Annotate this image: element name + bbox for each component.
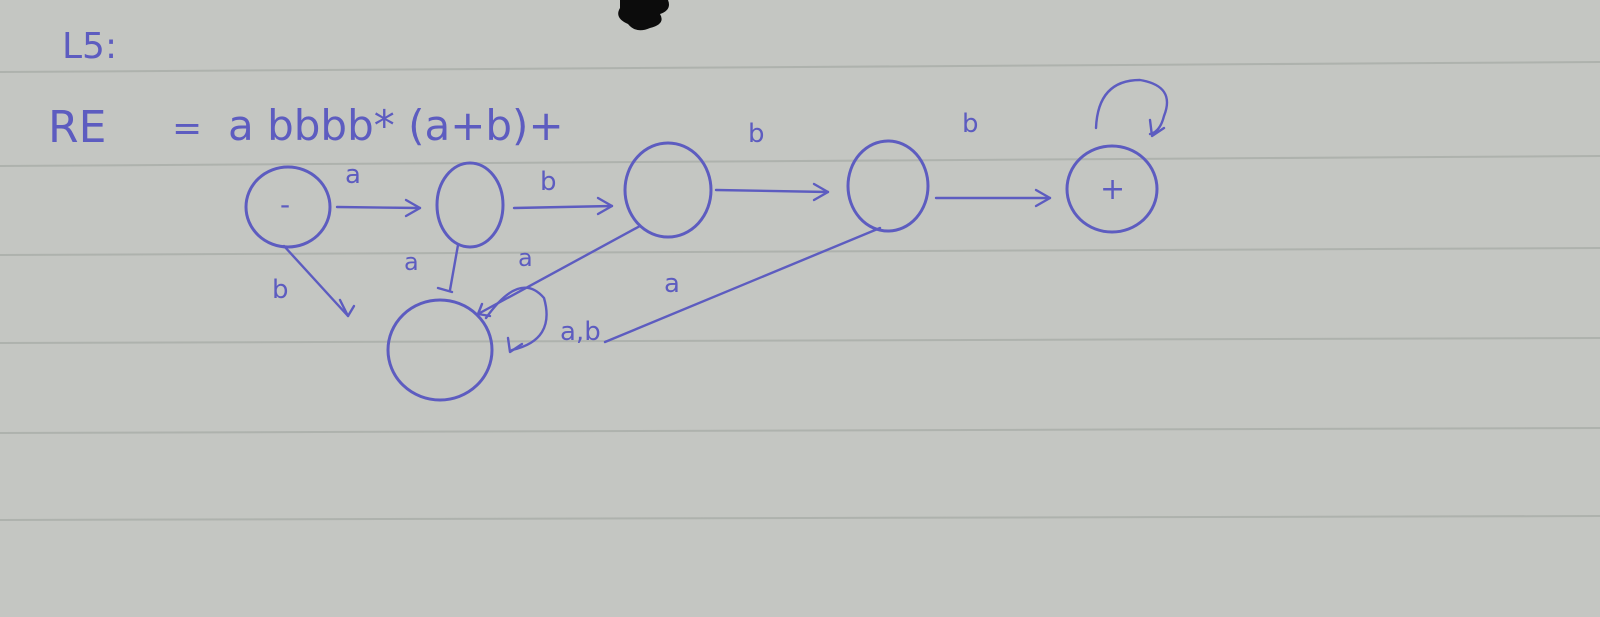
transition-start-dead: b [272, 244, 356, 318]
transition-q3-dead: a [603, 226, 882, 344]
transition-q3-final: b [934, 109, 1052, 208]
transition-q2-q3: b [714, 119, 830, 202]
transition-dead-loop-label: a,b [560, 317, 601, 347]
state-final-label: + [1100, 172, 1125, 207]
ruled-lines [0, 61, 1600, 521]
transition-start-q1: a [335, 160, 422, 218]
transition-q1-q2: b [512, 167, 614, 216]
state-q3 [846, 139, 930, 233]
transition-final-loop [1094, 78, 1169, 138]
state-start: - [244, 165, 332, 249]
transition-q2-dead: a [476, 224, 642, 318]
transition-start-dead-label: b [272, 275, 289, 305]
transition-q1-q2-label: b [540, 167, 557, 197]
state-dead [386, 298, 494, 402]
state-q1 [435, 161, 505, 249]
ink-blot [618, 0, 669, 31]
transition-dead-loop: a,b [484, 286, 601, 354]
transition-q2-q3-label: b [748, 119, 765, 149]
transition-q3-dead-label: a [664, 269, 680, 299]
expression-body: a bbbb* (a+b)+ [228, 101, 564, 150]
heading-text: L5: [62, 26, 117, 67]
state-q2 [623, 141, 713, 239]
expression-prefix: RE [48, 102, 106, 153]
expression-equals: = [172, 108, 202, 149]
state-final: + [1065, 144, 1159, 234]
transition-q2-dead-label: a [518, 244, 533, 272]
transition-q1-dead: a [404, 243, 460, 294]
state-start-label: - [280, 188, 290, 221]
transition-q1-dead-label: a [404, 248, 419, 276]
transition-q3-final-label: b [962, 109, 979, 139]
transition-start-q1-label: a [345, 160, 361, 190]
